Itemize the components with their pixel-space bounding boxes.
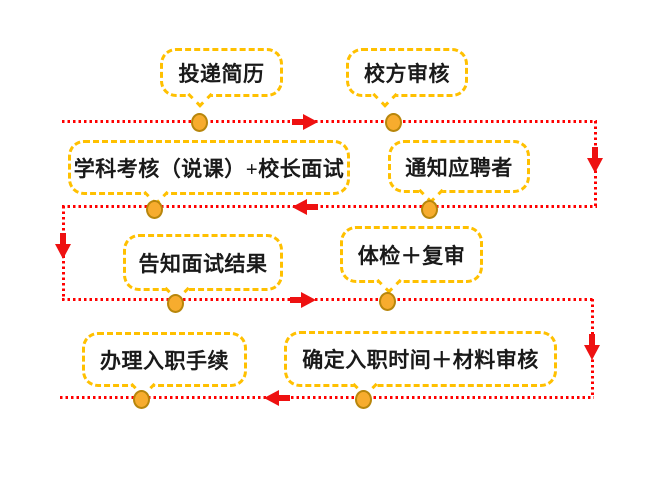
- step-bubble-notify-candidate: 通知应聘者: [388, 140, 530, 193]
- step-label: 投递简历: [178, 61, 265, 86]
- anchor-node-1: [191, 113, 208, 132]
- step-label: 学科考核（说课）+校长面试: [73, 156, 345, 181]
- arrow-shaft: [60, 233, 66, 244]
- arrow-left-2: [264, 390, 290, 406]
- step-label: 体检＋复审: [357, 243, 466, 268]
- step-bubble-submit-resume: 投递简历: [160, 48, 283, 97]
- arrow-head-icon: [303, 114, 318, 130]
- arrow-head-icon: [55, 244, 71, 259]
- arrow-shaft: [292, 119, 303, 125]
- arrow-head-icon: [584, 345, 600, 360]
- flow-line-down-left: [62, 206, 65, 300]
- anchor-node-8: [355, 390, 372, 409]
- arrow-down-3: [584, 334, 600, 360]
- arrow-left-1: [292, 199, 318, 215]
- step-bubble-confirm-date-materials: 确定入职时间＋材料审核: [284, 331, 557, 387]
- anchor-node-3: [146, 200, 163, 219]
- arrow-shaft: [592, 147, 598, 158]
- anchor-node-4: [421, 200, 438, 219]
- step-bubble-interview-result: 告知面试结果: [123, 234, 283, 291]
- arrow-shaft: [279, 395, 290, 401]
- flow-line-row4: [60, 396, 594, 399]
- anchor-node-5: [167, 294, 184, 313]
- arrow-head-icon: [587, 158, 603, 173]
- flow-line-row3: [62, 298, 594, 301]
- arrow-head-icon: [264, 390, 279, 406]
- arrow-shaft: [307, 204, 318, 210]
- flow-line-down-right-1: [594, 121, 597, 207]
- flow-line-row2: [62, 205, 597, 208]
- arrow-right-2: [290, 292, 316, 308]
- flow-line-row1: [62, 120, 597, 123]
- step-bubble-physical-recheck: 体检＋复审: [340, 226, 483, 283]
- step-label: 告知面试结果: [138, 251, 268, 276]
- step-bubble-school-review: 校方审核: [346, 48, 468, 97]
- arrow-head-icon: [292, 199, 307, 215]
- arrow-down-2: [55, 233, 71, 259]
- anchor-node-7: [133, 390, 150, 409]
- arrow-shaft: [589, 334, 595, 345]
- arrow-head-icon: [301, 292, 316, 308]
- flow-line-down-right-2: [591, 299, 594, 398]
- step-label: 办理入职手续: [100, 348, 229, 373]
- step-label: 通知应聘者: [405, 155, 513, 180]
- step-bubble-subject-assessment-interview: 学科考核（说课）+校长面试: [68, 140, 350, 195]
- arrow-right-1: [292, 114, 318, 130]
- anchor-node-2: [385, 113, 402, 132]
- step-bubble-onboarding-procedures: 办理入职手续: [82, 332, 247, 387]
- arrow-shaft: [290, 297, 301, 303]
- anchor-node-6: [379, 292, 396, 311]
- step-label: 校方审核: [364, 61, 450, 86]
- arrow-down-1: [587, 147, 603, 173]
- step-label: 确定入职时间＋材料审核: [302, 348, 539, 372]
